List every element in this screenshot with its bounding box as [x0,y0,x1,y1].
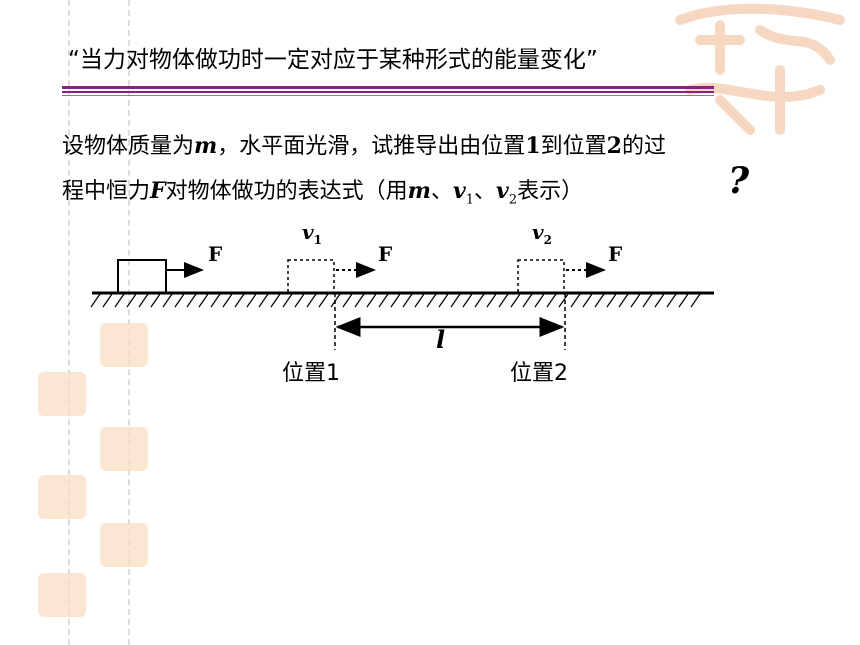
hatch-mark [678,293,689,308]
problem-text: 对物体做功的表达式（用 [165,179,408,204]
hatch-mark [198,293,209,308]
hatch-mark [462,293,473,308]
hatch-mark [102,293,113,308]
block-solid [117,259,167,294]
title-underline [62,95,714,96]
distance-label: l [436,325,445,354]
hatch-mark [390,293,401,308]
hatch-mark [546,293,557,308]
hatch-mark [426,293,437,308]
block-dotted-position2 [517,259,565,294]
velocity-symbol: v [496,178,509,204]
hatch-mark [666,293,677,308]
force-label: F [208,242,222,266]
question-mark: ? [728,160,750,202]
hatch-mark [306,293,317,308]
velocity-subscript: 2 [508,192,518,208]
logo-stamp [38,372,86,416]
block-dotted-position1 [287,259,335,294]
hatch-mark [90,293,101,308]
hatch-mark [438,293,449,308]
hatch-mark [606,293,617,308]
logo-stamp [100,523,148,567]
hatch-mark [558,293,569,308]
hatch-mark [258,293,269,308]
title-underline [62,91,714,93]
hatch-mark [210,293,221,308]
hatch-mark [690,293,701,308]
velocity-label-v2: v2 [532,220,552,247]
hatch-mark [570,293,581,308]
logo-stamp [38,573,86,617]
hatch-mark [114,293,125,308]
velocity-symbol: v [452,178,466,204]
position1-label: 位置1 [282,361,340,386]
mass-symbol: m [407,178,431,204]
hatch-mark [510,293,521,308]
physics-diagram: F F v1 F v2 l 位置1 位置2 [90,220,714,386]
hatch-mark [486,293,497,308]
hatch-mark [186,293,197,308]
hatch-mark [294,293,305,308]
slide-title: “当力对物体做功时一定对应于某种形式的能量变化” [68,47,598,73]
hatch-mark [618,293,629,308]
problem-text: 到位置 [540,134,607,159]
mass-symbol: m [194,133,218,159]
position-number: 1 [525,133,541,159]
hatch-mark [474,293,485,308]
hatch-mark [642,293,653,308]
hatch-mark [654,293,665,308]
force-symbol: F [150,178,166,204]
hatch-mark [234,293,245,308]
hatch-mark [354,293,365,308]
problem-text: 的过 [621,134,666,159]
logo-stamp [100,427,148,471]
logo-stamp [100,323,148,367]
velocity-subscript: 1 [465,192,475,208]
hatch-mark [534,293,545,308]
hatch-mark [402,293,413,308]
position2-label: 位置2 [510,361,568,386]
problem-text: ，水平面光滑，试推导出由位置 [217,134,526,159]
hatch-mark [162,293,173,308]
hatch-mark [342,293,353,308]
hatch-mark [414,293,425,308]
hatch-mark [138,293,149,308]
title-underline [62,86,714,89]
logo-stamp-large [675,3,845,135]
problem-text: 表示） [517,179,584,204]
logo-stamp [38,475,86,519]
problem-text: 设物体质量为 [62,134,195,159]
position-number: 2 [606,133,622,159]
bg-dash-column [128,0,130,645]
velocity-label-v1: v1 [302,220,322,247]
ground-hatching [90,293,701,308]
hatch-mark [366,293,377,308]
force-label: F [378,242,392,266]
hatch-mark [450,293,461,308]
problem-text: 程中恒力 [62,179,151,204]
hatch-mark [150,293,161,308]
bg-dash-column [68,0,70,645]
hatch-mark [582,293,593,308]
hatch-mark [318,293,329,308]
hatch-mark [498,293,509,308]
hatch-mark [594,293,605,308]
hatch-mark [522,293,533,308]
problem-statement: 设物体质量为m，水平面光滑，试推导出由位置1到位置2的过 程中恒力F对物体做功的… [62,124,842,222]
force-label: F [608,242,622,266]
hatch-mark [630,293,641,308]
hatch-mark [378,293,389,308]
separator: 、 [474,179,497,204]
hatch-mark [126,293,137,308]
hatch-mark [270,293,281,308]
hatch-mark [174,293,185,308]
hatch-mark [246,293,257,308]
separator: 、 [430,179,453,204]
hatch-mark [282,293,293,308]
hatch-mark [222,293,233,308]
